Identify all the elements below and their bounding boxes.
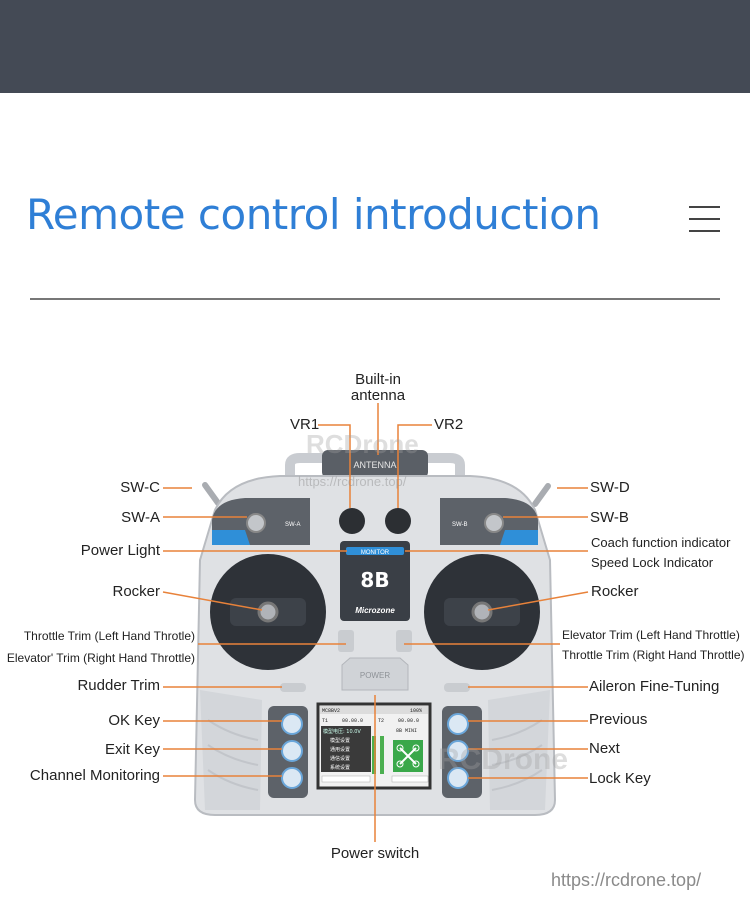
label-ok-key: OK Key [108, 712, 160, 729]
page-title: Remote control introduction [26, 190, 601, 239]
monitor-text: MONITOR [361, 550, 390, 556]
label-throttle-trim-left: Throttle Trim (Left Hand Throtle) [23, 629, 195, 643]
label-previous: Previous [589, 711, 648, 728]
label-speed-lock: Speed Lock Indicator [591, 555, 714, 570]
label-throttle-trim-right: Throttle Trim (Right Hand Throttle) [562, 648, 745, 662]
screen-t2: T2 [378, 718, 384, 724]
vr1-knob [339, 508, 365, 534]
vr2-knob [385, 508, 411, 534]
label-sw-d: SW-D [590, 479, 630, 496]
screen-t1: T1 [322, 718, 328, 724]
screen-battery: 100% [410, 708, 422, 714]
antenna-text: ANTENNA [353, 460, 396, 470]
svg-text:SW-B: SW-B [452, 522, 468, 528]
channels-text: 8B [360, 568, 389, 592]
svg-text:SW-A: SW-A [285, 522, 301, 528]
label-sw-c: SW-C [120, 479, 160, 496]
label-aileron-trim: Aileron Fine-Tuning [589, 678, 720, 695]
label-power-light: Power Light [80, 542, 160, 559]
screen-menu-2: 通信设置 [330, 755, 350, 762]
label-lock-key: Lock Key [589, 770, 651, 787]
label-power-switch: Power switch [330, 845, 420, 862]
antenna-housing [322, 450, 428, 478]
label-vr1: VR1 [290, 416, 320, 433]
screen-t2-val: 00.00.0 [398, 718, 419, 724]
label-channel-monitoring: Channel Monitoring [29, 767, 160, 784]
label-coach-indicator: Coach function indicator [591, 535, 731, 550]
label-exit-key: Exit Key [104, 741, 160, 758]
top-bar [0, 0, 750, 93]
hamburger-menu-icon[interactable] [689, 206, 720, 232]
label-sw-a: SW-A [121, 509, 160, 526]
screen-menu-3: 系统设置 [330, 764, 350, 771]
label-rudder-trim: Rudder Trim [77, 677, 160, 694]
label-rocker-right: Rocker [591, 583, 639, 600]
screen-menu-1: 通用设置 [330, 746, 350, 753]
label-elevator-trim-left: Elevator Trim (Left Hand Throttle) [562, 628, 740, 642]
divider [30, 298, 720, 300]
screen-menu-0: 模型设置 [330, 737, 350, 744]
label-rocker-left: Rocker [112, 583, 160, 600]
label-sw-b: SW-B [590, 509, 629, 526]
watermark-url: https://rcdrone.top/ [298, 474, 407, 489]
screen-t1-val: 00.00.0 [342, 718, 363, 724]
label-vr2: VR2 [434, 416, 464, 433]
screen-model: MC8BV2 [322, 708, 340, 714]
watermark-brand: RCDrone [306, 429, 419, 459]
power-text: POWER [360, 671, 390, 680]
label-antenna: Built-in antenna [350, 371, 406, 404]
brand-text: Microzone [355, 606, 395, 615]
screen-model-name: 8B MINI [396, 728, 417, 734]
label-next: Next [589, 740, 620, 757]
footer-url[interactable]: https://rcdrone.top/ [551, 870, 702, 890]
label-elevator-trim-right: Elevator' Trim (Right Hand Throttle) [6, 651, 195, 665]
watermark-brand-lower: RCDrone [438, 743, 569, 776]
screen-voltage: 模型电压: 10.0V [323, 728, 361, 735]
